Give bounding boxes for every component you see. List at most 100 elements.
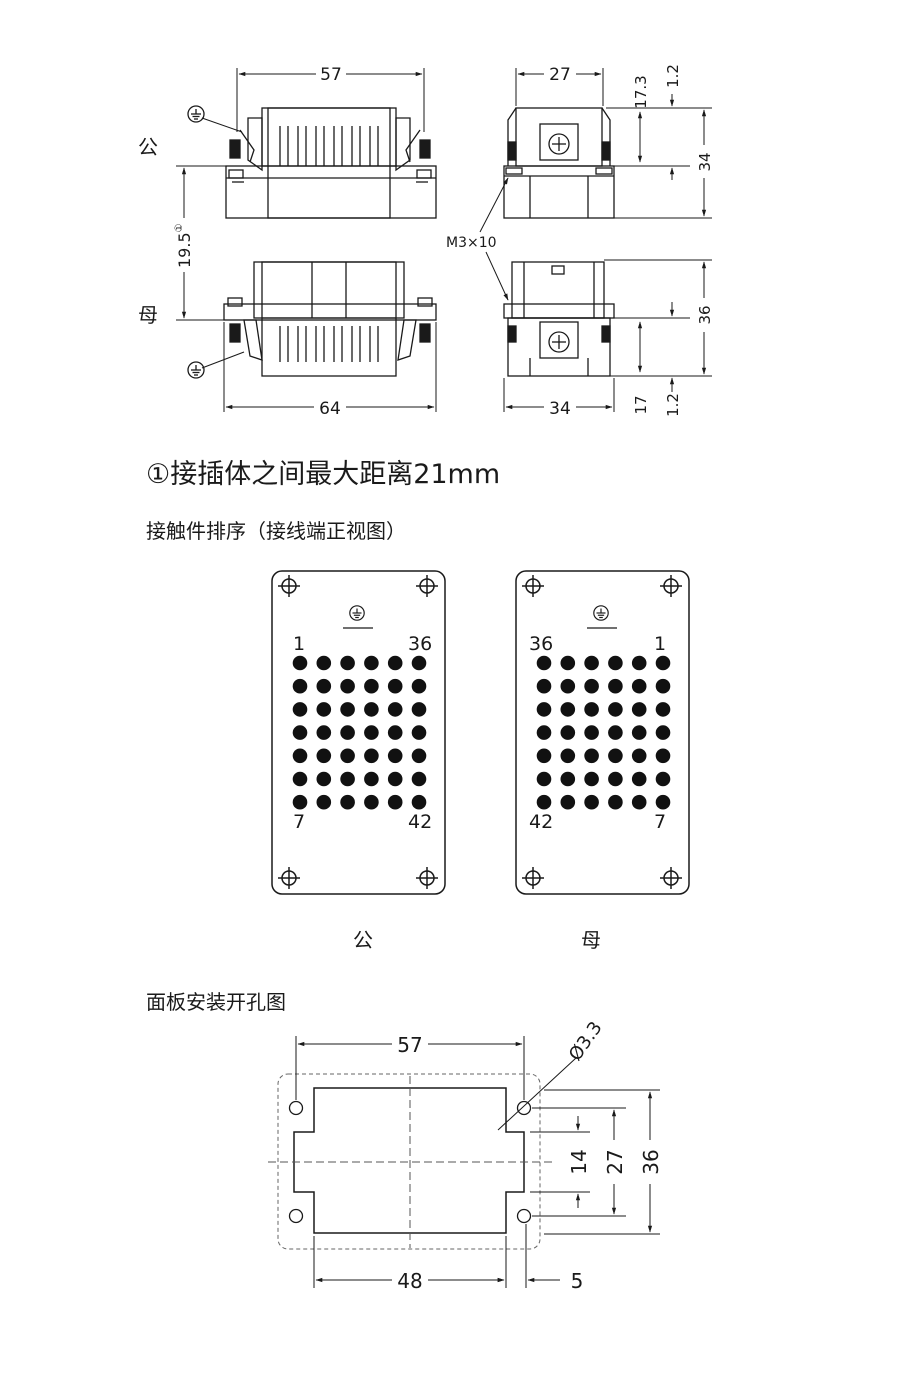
- contact-dot: [608, 725, 623, 740]
- plate-label-female: 母: [581, 928, 601, 952]
- contact-dot: [536, 702, 552, 717]
- cutout-hole-dia-label: Ø3.3: [565, 1018, 607, 1065]
- dim-female-h3-label: 1.2: [664, 393, 682, 417]
- contact-dot: [411, 678, 427, 694]
- contact-dot: [340, 655, 355, 671]
- dim-male-h1-label: 17.3: [632, 75, 650, 108]
- cutout-h3-label: 36: [639, 1149, 663, 1174]
- contact-dot: [340, 748, 355, 764]
- contact-dot: [560, 725, 576, 740]
- dim-male-side-heights: [606, 94, 712, 219]
- contact-dot: [584, 748, 599, 764]
- contact-dot: [411, 748, 427, 764]
- contact-dot: [608, 678, 623, 694]
- female-side-view: [503, 261, 615, 377]
- cutout-width-top-label: 57: [397, 1033, 422, 1057]
- contact-dot: [316, 702, 332, 717]
- contact-dot: [631, 678, 647, 694]
- contact-dot: [655, 748, 671, 764]
- contact-dot: [387, 725, 403, 740]
- contact-grid-male: [292, 655, 427, 810]
- contact-grid-female: [536, 655, 671, 810]
- contact-dot: [387, 771, 403, 787]
- contact-dot: [536, 678, 552, 694]
- contact-dot: [631, 748, 647, 764]
- contact-plate-female: [515, 570, 690, 895]
- label-male-top: 公: [138, 135, 158, 159]
- dim-female-side-width: [503, 378, 615, 412]
- male-label-36: 36: [408, 633, 432, 655]
- contact-dot: [560, 702, 576, 717]
- dim-male-width: [236, 68, 425, 132]
- contact-dot: [364, 725, 379, 740]
- contact-dot: [631, 702, 647, 717]
- male-label-7: 7: [293, 811, 305, 833]
- contact-dot: [411, 655, 427, 671]
- contact-dot: [655, 655, 671, 671]
- contact-dot: [411, 725, 427, 740]
- contact-dot: [560, 678, 576, 694]
- contact-dot: [655, 794, 671, 810]
- contact-dot: [364, 702, 379, 717]
- contact-dot: [655, 702, 671, 717]
- contact-dot: [364, 794, 379, 810]
- contact-dot: [292, 794, 308, 810]
- dim-gap-label: 19.5①: [174, 223, 194, 268]
- contact-dot: [608, 771, 623, 787]
- female-label-7: 7: [654, 811, 666, 833]
- dim-male-h2-label: 1.2: [664, 64, 682, 88]
- contact-dot: [411, 702, 427, 717]
- panel-cutout-title: 面板安装开孔图: [146, 990, 286, 1014]
- contact-dot: [316, 655, 332, 671]
- contact-dot: [584, 655, 599, 671]
- plate-label-male: 公: [353, 928, 373, 952]
- contact-dot: [608, 702, 623, 717]
- contact-dot: [536, 748, 552, 764]
- contact-dot: [292, 725, 308, 740]
- dim-female-h2-label: 17: [632, 395, 650, 414]
- contact-dot: [387, 702, 403, 717]
- panel-cutout: [268, 1073, 552, 1250]
- cutout-dim-lines: [295, 1036, 660, 1288]
- contact-dot: [292, 678, 308, 694]
- contact-dot: [560, 748, 576, 764]
- label-female-top: 母: [138, 303, 158, 327]
- screw-leaders: [479, 177, 509, 301]
- contact-dot: [364, 655, 379, 671]
- contact-dot: [340, 725, 355, 740]
- dim-gap: [176, 165, 226, 321]
- male-side-view: [503, 107, 615, 219]
- contact-dot: [292, 748, 308, 764]
- contact-dot: [316, 678, 332, 694]
- contact-dot: [364, 678, 379, 694]
- cutout-width-bottom-label: 48: [397, 1269, 422, 1293]
- contact-order-title: 接触件排序（接线端正视图）: [146, 519, 406, 543]
- contact-dot: [536, 655, 552, 671]
- contact-dot: [631, 771, 647, 787]
- contact-dot: [584, 725, 599, 740]
- female-label-36: 36: [529, 633, 553, 655]
- contact-dot: [655, 725, 671, 740]
- contact-dot: [340, 794, 355, 810]
- contact-dot: [608, 655, 623, 671]
- contact-dot: [560, 771, 576, 787]
- contact-dot: [411, 794, 427, 810]
- dim-male-side-width: [515, 68, 604, 106]
- male-label-42: 42: [408, 811, 432, 833]
- dim-female-side-width-label: 34: [549, 399, 571, 419]
- dim-female-side-heights: [604, 259, 712, 392]
- dim-female-h1-label: 36: [696, 305, 714, 324]
- contact-dot: [387, 748, 403, 764]
- ground-icon-plate-female: [593, 605, 609, 621]
- contact-dot: [655, 771, 671, 787]
- female-front-view: [223, 261, 437, 377]
- contact-dot: [316, 725, 332, 740]
- male-label-1: 1: [293, 633, 305, 655]
- contact-dot: [340, 771, 355, 787]
- contact-dot: [631, 655, 647, 671]
- male-front-view: [225, 107, 437, 219]
- female-label-1: 1: [654, 633, 666, 655]
- note-max-distance: ①接插体之间最大距离21mm: [146, 459, 501, 490]
- contact-dot: [411, 771, 427, 787]
